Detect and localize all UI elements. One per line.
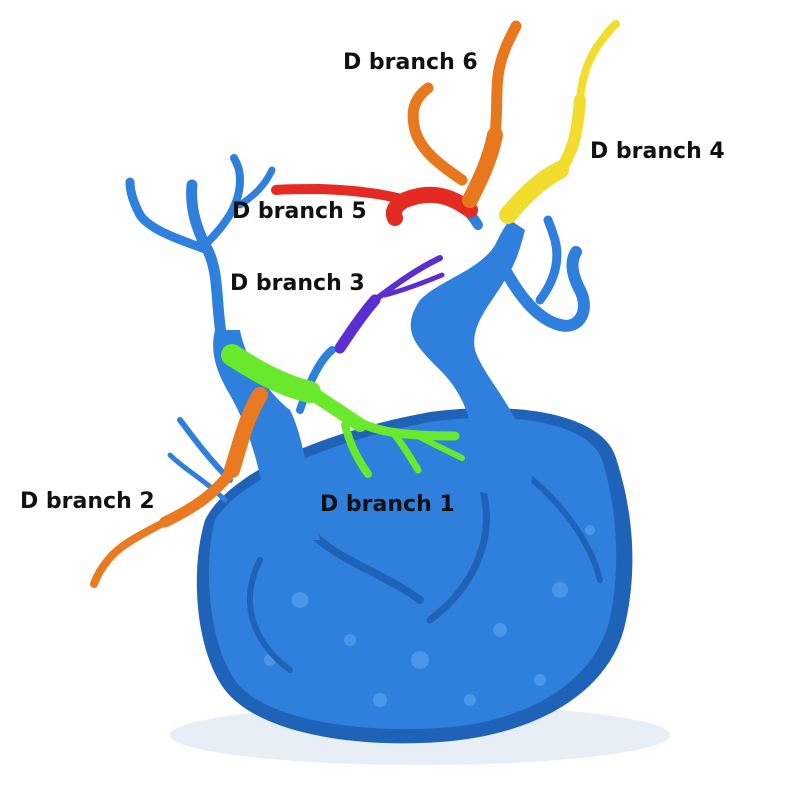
- d-branch-6: [407, 20, 522, 208]
- label-d-branch-4: D branch 4: [590, 139, 725, 164]
- d-branch-3: [334, 255, 445, 354]
- label-d-branch-3: D branch 3: [230, 271, 365, 296]
- label-d-branch-6: D branch 6: [343, 50, 478, 75]
- left-tree: [125, 154, 336, 540]
- d-branch-1: [221, 344, 465, 478]
- label-d-branch-2: D branch 2: [20, 489, 155, 514]
- d-branch-4: [499, 20, 620, 224]
- d-branch-5: [271, 183, 478, 226]
- label-d-branch-1: D branch 1: [320, 492, 455, 517]
- label-d-branch-5: D branch 5: [232, 199, 367, 224]
- d-branch-2: [90, 387, 268, 588]
